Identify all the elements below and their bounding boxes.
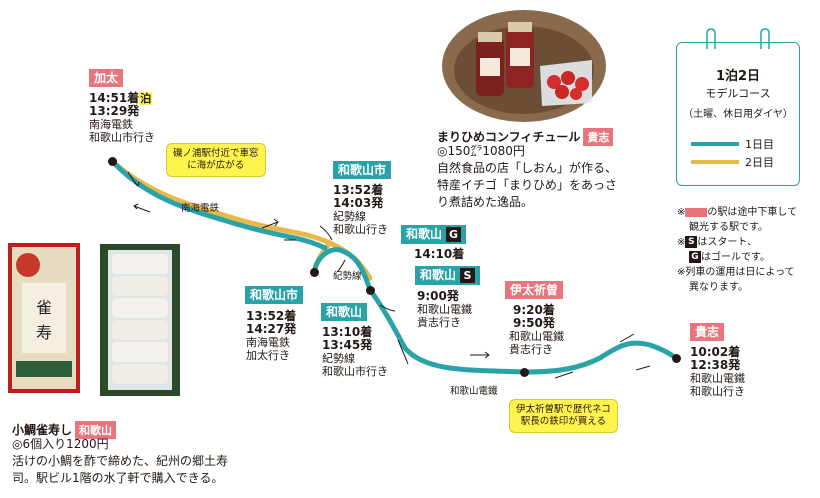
jam-photo [442, 10, 606, 122]
legend-day2-swatch [691, 160, 739, 164]
station-dot-wakayamashi [310, 268, 319, 277]
sushi-photo [100, 244, 180, 396]
legend-day2-label: 2日目 [745, 156, 774, 169]
legend-subtitle: モデルコース [705, 87, 771, 100]
svg-text:雀: 雀 [36, 298, 52, 317]
station-badge-wakayamashi-top: 和歌山市 [333, 161, 392, 179]
station-dot-idakiso [520, 368, 529, 377]
station-badge-kishi: 貴志 [690, 323, 725, 341]
svg-text:寿: 寿 [36, 323, 52, 342]
day1-route-dentetsu [367, 287, 679, 375]
goal-mark-icon: G [689, 251, 701, 263]
station-info-wakayamashi-left: 13:52着 14:27発 南海電鉄 加太行き [246, 309, 297, 363]
station-info-kada: 14:51着泊 13:29発 南海電鉄 和歌山市行き [89, 91, 155, 145]
station-info-wakayama-start: 9:00発 和歌山電鐵 貴志行き [417, 289, 472, 330]
station-dot-kishi [672, 354, 681, 363]
callout-idakiso: 伊太祈曽駅で歴代ネコ 駅長の鉄印が買える [509, 399, 618, 433]
station-badge-kada: 加太 [89, 69, 124, 87]
legend-box: 1泊2日 モデルコース （土曜、休日用ダイヤ） 1日目 2日目 [676, 28, 800, 186]
line-label-nankai: 南海電鉄 [181, 203, 220, 214]
legend-day1-swatch [691, 142, 739, 146]
legend-title: 1泊2日 [715, 69, 761, 84]
station-info-kishi: 10:02着 12:38発 和歌山電鐵 和歌山行き [690, 345, 745, 399]
product-top-desc: ◎150㌘1080円 自然食品の店「しおん」が作る、 特産イチゴ「まりひめ」をあ… [437, 144, 618, 209]
stop-station-swatch [685, 207, 708, 217]
station-badge-idakiso: 伊太祈曽 [505, 281, 564, 299]
station-badge-wakayama-mid: 和歌山 [321, 303, 368, 321]
station-info-wakayamashi-top: 13:52着 14:03発 紀勢線 和歌山行き [333, 183, 388, 237]
line-label-wakayama-dentetsu: 和歌山電鐵 [450, 386, 498, 397]
start-mark-icon: S [685, 236, 698, 248]
legend-rings-icon [706, 28, 770, 49]
legend-note: （土曜、休日用ダイヤ） [683, 109, 793, 120]
product-bottom-desc: ◎6個入り1200円 活けの小鯛を酢で締めた、紀州の郷土寿 司。駅ビル1階の水了… [12, 437, 229, 485]
station-dot-kada [108, 157, 117, 166]
day1-route-nankai [112, 161, 328, 251]
legend-day1-label: 1日目 [745, 138, 774, 151]
station-info-wakayama-mid: 13:10着 13:45発 紀勢線 和歌山市行き [322, 325, 388, 379]
callout-isonoura: 磯ノ浦駅付近で車窓 に海が広がる [166, 143, 266, 177]
station-info-wakayama-goal: 14:10着 [414, 247, 465, 261]
product-bottom-heading: 小鯛雀寿し和歌山 [12, 419, 117, 439]
station-dot-wakayama [366, 286, 375, 295]
sushi-package-photo: 雀 寿 [8, 243, 80, 393]
station-badge-wakayamashi-left: 和歌山市 [245, 286, 304, 304]
product-top-heading: まりひめコンフィチュール貴志 [437, 126, 614, 146]
station-info-idakiso: 9:20着 9:50発 和歌山電鐵 貴志行き [509, 303, 564, 357]
day1-route-kisei [311, 247, 373, 293]
direction-arrows [127, 171, 651, 379]
line-label-kisei: 紀勢線 [333, 271, 362, 282]
